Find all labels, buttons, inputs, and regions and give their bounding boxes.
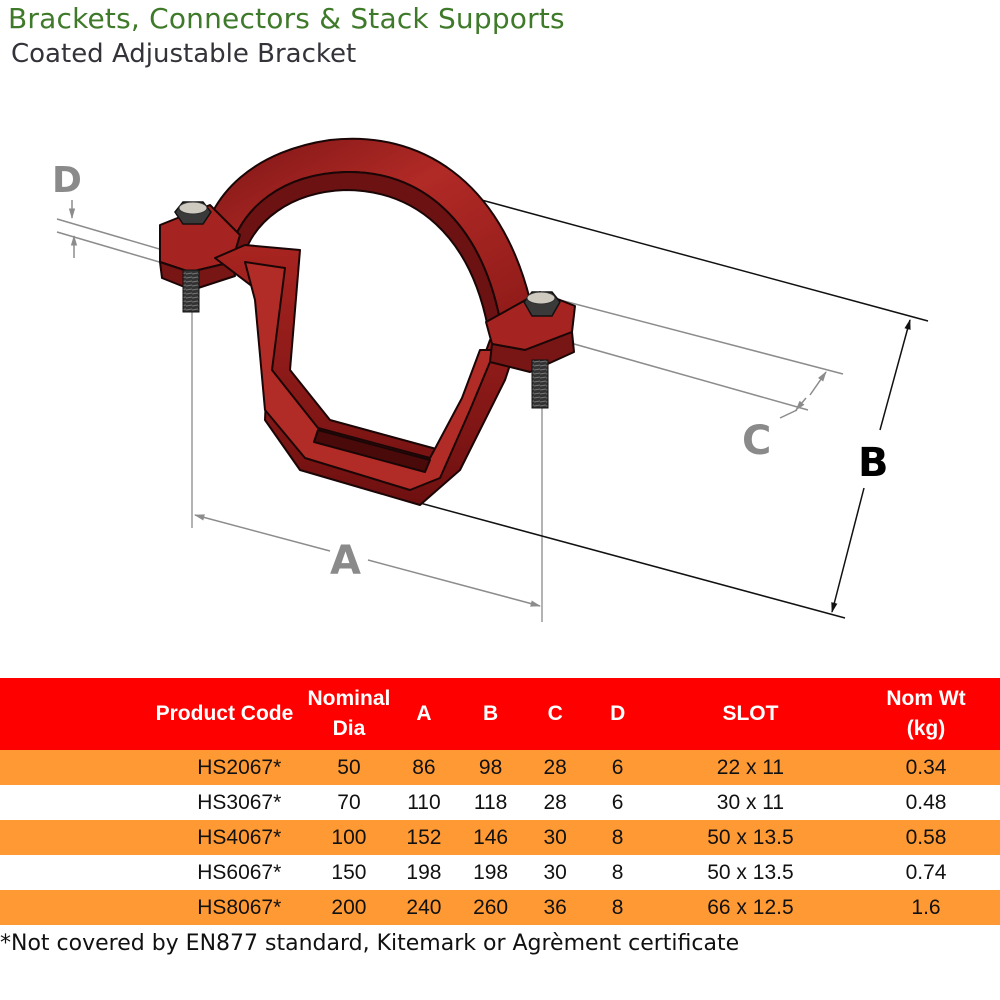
- bracket-illustration: [159, 137, 576, 506]
- col-header-c: C: [523, 678, 587, 750]
- cell-d: 8: [586, 820, 649, 855]
- col-header-product-code: Product Code: [0, 678, 308, 750]
- dimension-c: C: [559, 299, 844, 464]
- cell-nominal-dia: 200: [307, 890, 391, 925]
- cell-product-code: HS3067*: [0, 785, 308, 820]
- cell-b: 118: [457, 785, 524, 820]
- cell-nominal-dia: 70: [307, 785, 391, 820]
- cell-b: 198: [457, 855, 524, 890]
- col-header-slot: SLOT: [648, 678, 852, 750]
- cell-nom-wt: 1.6: [852, 890, 1000, 925]
- cell-product-code: HS2067*: [0, 750, 308, 785]
- cell-product-code: HS8067*: [0, 890, 308, 925]
- cell-b: 146: [457, 820, 524, 855]
- table-row: HS3067* 70 110 118 28 6 30 x 11 0.48: [0, 785, 1000, 820]
- table-row: HS6067* 150 198 198 30 8 50 x 13.5 0.74: [0, 855, 1000, 890]
- col-header-d: D: [586, 678, 649, 750]
- dimension-d: D: [52, 160, 191, 272]
- col-header-a: A: [390, 678, 458, 750]
- cell-d: 6: [586, 750, 649, 785]
- dim-label-c: C: [742, 418, 771, 464]
- cell-d: 6: [586, 785, 649, 820]
- right-bolt-icon: [523, 291, 561, 409]
- cell-c: 30: [523, 820, 587, 855]
- dimension-b: B: [344, 162, 929, 619]
- table-row: HS8067* 200 240 260 36 8 66 x 12.5 1.6: [0, 890, 1000, 925]
- page-title: Brackets, Connectors & Stack Supports: [8, 2, 565, 35]
- cell-nom-wt: 0.58: [852, 820, 1000, 855]
- table-row: HS2067* 50 86 98 28 6 22 x 11 0.34: [0, 750, 1000, 785]
- cell-nom-wt: 0.48: [852, 785, 1000, 820]
- product-subtitle: Coated Adjustable Bracket: [11, 39, 357, 69]
- cell-slot: 50 x 13.5: [648, 820, 852, 855]
- cell-slot: 66 x 12.5: [648, 890, 852, 925]
- cell-nominal-dia: 100: [307, 820, 391, 855]
- col-header-nom-wt: Nom Wt(kg): [852, 678, 1000, 750]
- footnote: *Not covered by EN877 standard, Kitemark…: [0, 931, 740, 956]
- cell-slot: 22 x 11: [648, 750, 852, 785]
- cell-a: 152: [390, 820, 458, 855]
- cell-nominal-dia: 150: [307, 855, 391, 890]
- cell-d: 8: [586, 890, 649, 925]
- col-header-b: B: [457, 678, 524, 750]
- dim-label-a: A: [330, 538, 361, 584]
- cell-d: 8: [586, 855, 649, 890]
- cell-c: 28: [523, 750, 587, 785]
- table-row: HS4067* 100 152 146 30 8 50 x 13.5 0.58: [0, 820, 1000, 855]
- dim-label-b: B: [858, 440, 889, 486]
- dimension-a: A: [191, 230, 543, 622]
- cell-slot: 30 x 11: [648, 785, 852, 820]
- left-bolt-icon: [174, 201, 212, 313]
- cell-a: 198: [390, 855, 458, 890]
- cell-c: 28: [523, 785, 587, 820]
- cell-nom-wt: 0.34: [852, 750, 1000, 785]
- cell-product-code: HS6067*: [0, 855, 308, 890]
- cell-a: 86: [390, 750, 458, 785]
- cell-c: 36: [523, 890, 587, 925]
- cell-c: 30: [523, 855, 587, 890]
- cell-nominal-dia: 50: [307, 750, 391, 785]
- cell-a: 110: [390, 785, 458, 820]
- dim-label-d: D: [52, 160, 82, 201]
- cell-product-code: HS4067*: [0, 820, 308, 855]
- cell-b: 260: [457, 890, 524, 925]
- cell-slot: 50 x 13.5: [648, 855, 852, 890]
- bracket-dimension-drawing: D A B C: [52, 137, 929, 622]
- cell-nom-wt: 0.74: [852, 855, 1000, 890]
- cell-b: 98: [457, 750, 524, 785]
- cell-a: 240: [390, 890, 458, 925]
